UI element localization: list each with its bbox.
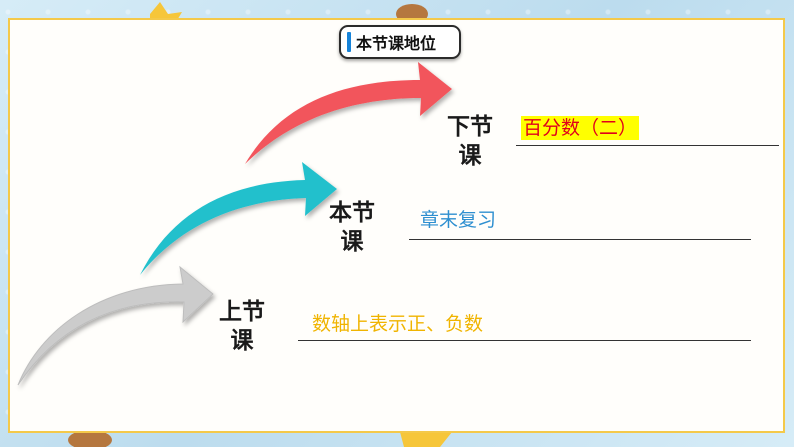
prev-lesson-label-line2: 课 (230, 328, 254, 354)
next-lesson-underline (516, 145, 779, 146)
prev-lesson-arrow (17, 265, 214, 386)
bun-icon-bottom (68, 430, 112, 447)
this-lesson-label-line2: 课 (340, 229, 364, 255)
this-lesson-title: 章末复习 (420, 209, 497, 231)
next-lesson-arrow (245, 62, 452, 164)
title-accent-bar (347, 32, 351, 52)
next-lesson-label-line1: 下节 (447, 114, 493, 140)
this-lesson-underline (409, 239, 751, 240)
section-title-badge: 本节课地位 (339, 25, 461, 59)
this-lesson-label: 本节 课 (327, 199, 377, 257)
next-lesson-title: 百分数（二） (521, 116, 640, 140)
star-icon-bottom (400, 420, 452, 447)
this-lesson-label-line1: 本节 (329, 200, 375, 226)
prev-lesson-label-line1: 上节 (219, 299, 265, 325)
section-title: 本节课地位 (356, 34, 437, 53)
this-lesson-arrow (140, 162, 337, 275)
next-lesson-label-line2: 课 (458, 143, 482, 169)
prev-lesson-label: 上节 课 (217, 298, 267, 356)
next-lesson-label: 下节 课 (445, 113, 495, 171)
prev-lesson-underline (298, 340, 751, 341)
prev-lesson-title: 数轴上表示正、负数 (312, 313, 484, 335)
